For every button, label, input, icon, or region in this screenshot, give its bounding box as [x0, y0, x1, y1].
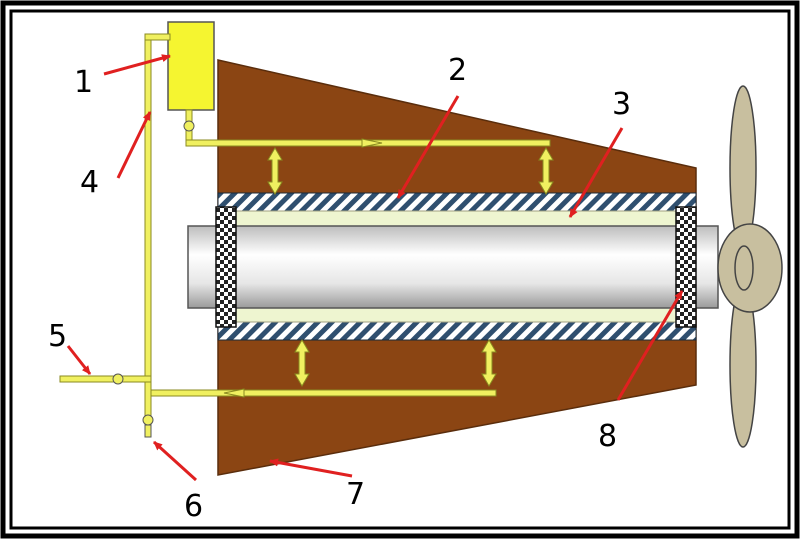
valve-inlet	[112, 373, 124, 385]
label-6: 6	[184, 489, 203, 524]
shaft-sleeve-lower	[235, 307, 679, 323]
label-2: 2	[448, 53, 467, 88]
pointer-5	[66, 345, 92, 375]
pointer-1	[103, 54, 171, 76]
pointer-3	[568, 127, 624, 218]
shaft-sleeve-upper	[235, 210, 679, 227]
pointer-6	[152, 440, 198, 482]
label-3: 3	[612, 87, 631, 122]
seal-aft	[675, 206, 697, 328]
label-5: 5	[48, 319, 67, 354]
inner-frame	[9, 9, 791, 530]
pointer-2	[396, 95, 460, 199]
oil-flow-arrows	[267, 147, 554, 387]
valve-drain	[142, 414, 154, 426]
label-7: 7	[346, 477, 365, 512]
pointer-4	[116, 111, 152, 179]
pointer-7	[269, 458, 353, 478]
flow-arrow-lower	[223, 388, 245, 398]
label-4: 4	[80, 165, 99, 200]
bearing-upper	[217, 192, 697, 212]
propeller	[717, 85, 783, 448]
label-8: 8	[598, 419, 617, 454]
pointer-lines	[66, 54, 684, 482]
bearing-lower	[217, 321, 697, 341]
valve-tank-outlet	[183, 120, 195, 132]
flow-arrow-upper	[361, 138, 383, 148]
header-tank	[167, 21, 215, 111]
seal-forward	[215, 206, 237, 328]
label-1: 1	[74, 65, 93, 100]
pointer-8	[616, 290, 684, 401]
propeller-shaft	[187, 225, 719, 309]
drain-nozzle	[144, 424, 152, 438]
